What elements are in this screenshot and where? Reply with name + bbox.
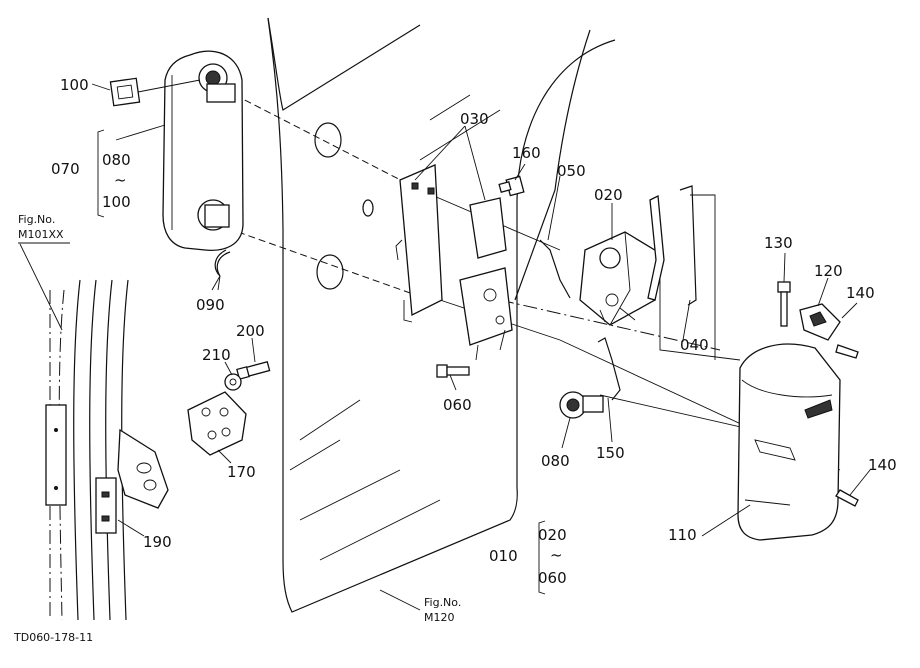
ref-fig-number: M120 — [424, 611, 455, 624]
callout-100: 100 — [60, 76, 89, 94]
bolt-200 — [236, 361, 271, 380]
ref-fig-label: Fig.No. — [424, 596, 461, 609]
callout-090: 090 — [196, 296, 225, 314]
plate-170 — [187, 391, 247, 456]
callout-160: 160 — [512, 144, 541, 162]
callout-140a: 140 — [846, 284, 875, 302]
callout-150: 150 — [596, 444, 625, 462]
callout-190: 190 — [143, 533, 172, 551]
callout-labels: 100 070 080 ~ 100 090 030 160 050 020 13… — [51, 76, 897, 587]
pad-100 — [109, 77, 201, 107]
post-strip — [45, 404, 67, 506]
figure-reference-m101xx: Fig.No. M101XX — [18, 213, 70, 244]
callout-140b: 140 — [868, 456, 897, 474]
callout-100b: 100 — [102, 193, 131, 211]
callout-120: 120 — [814, 262, 843, 280]
figure-reference-m120: Fig.No. M120 — [424, 596, 461, 624]
callout-200: 200 — [236, 322, 265, 340]
callout-range-tilde: ~ — [114, 171, 127, 189]
callout-170: 170 — [227, 463, 256, 481]
rod-050 — [539, 239, 571, 299]
callout-040: 040 — [680, 336, 709, 354]
inner-handle-070 — [162, 50, 244, 251]
bolt-160 — [498, 175, 525, 197]
door-frame-posts — [19, 243, 129, 621]
bolt-060 — [436, 364, 470, 378]
screw-130 — [777, 281, 791, 327]
callout-210: 210 — [202, 346, 231, 364]
glass-holes — [314, 122, 374, 290]
callout-130: 130 — [764, 234, 793, 252]
callout-070: 070 — [51, 160, 80, 178]
screw-140-top — [835, 344, 859, 359]
callout-060: 060 — [443, 396, 472, 414]
lock-cylinder-080 — [559, 391, 604, 419]
spring-150 — [597, 337, 621, 401]
callout-range-tilde2: ~ — [550, 546, 563, 564]
callout-leaders — [91, 83, 871, 611]
callout-080b: 080 — [541, 452, 570, 470]
callout-050: 050 — [557, 162, 586, 180]
callout-080: 080 — [102, 151, 131, 169]
cover-110 — [737, 343, 841, 541]
washer-210 — [224, 373, 242, 391]
bracket-040 — [647, 185, 697, 306]
callout-020b: 020 — [538, 526, 567, 544]
callout-010: 010 — [489, 547, 518, 565]
callout-110: 110 — [668, 526, 697, 544]
drawing-id: TD060-178-11 — [13, 631, 93, 644]
callout-060b: 060 — [538, 569, 567, 587]
ref-fig-number: M101XX — [18, 228, 64, 241]
door-glass-panel — [267, 17, 616, 613]
callout-030: 030 — [460, 110, 489, 128]
cap-120 — [799, 303, 841, 341]
callout-020: 020 — [594, 186, 623, 204]
clip-090 — [214, 249, 231, 291]
latch-020 — [579, 231, 659, 326]
ref-fig-label: Fig.No. — [18, 213, 55, 226]
hinge-bracket-190 — [95, 428, 169, 534]
screw-140-bottom — [835, 489, 859, 507]
plate-030 — [395, 164, 513, 361]
